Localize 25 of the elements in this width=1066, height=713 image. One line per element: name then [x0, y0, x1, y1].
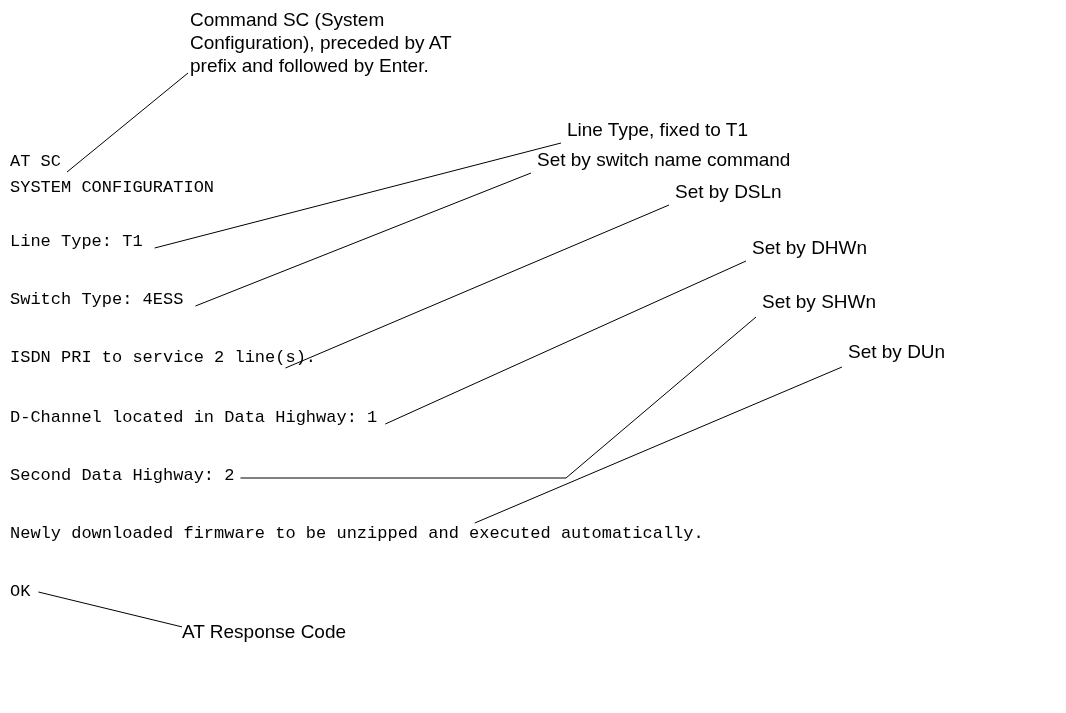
terminal-line: Newly downloaded firmware to be unzipped and executed automatically.	[10, 524, 704, 544]
annotation-text: Command SC (System Configuration), preceded by AT prefix and followed by Enter.	[190, 8, 490, 77]
annotation-text: Set by DSLn	[675, 180, 782, 203]
leader-line	[384, 260, 747, 425]
annotation-text: Set by DHWn	[752, 236, 868, 259]
annotation-text: Set by switch name command	[537, 148, 791, 171]
leader-line	[194, 172, 532, 307]
annotation-text: Line Type, fixed to T1	[567, 118, 748, 141]
terminal-line: Switch Type: 4ESS	[10, 290, 184, 310]
leader-line	[154, 142, 562, 249]
terminal-line: Second Data Highway: 2	[10, 466, 235, 486]
terminal-line: D-Channel located in Data Highway: 1	[10, 408, 378, 428]
terminal-line: Line Type: T1	[10, 232, 143, 252]
annotation-text: Set by SHWn	[762, 290, 877, 313]
terminal-line: SYSTEM CONFIGURATION	[10, 178, 215, 198]
annotation-text: AT Response Code	[182, 620, 347, 643]
terminal-line: AT SC	[10, 152, 61, 172]
leader-line	[66, 72, 189, 173]
annotation-text: Set by DUn	[848, 340, 946, 363]
terminal-line: OK	[10, 582, 31, 602]
leader-line	[239, 316, 757, 479]
leader-line	[284, 204, 670, 369]
leader-line	[474, 366, 843, 524]
leader-line	[37, 591, 183, 628]
terminal-line: ISDN PRI to service 2 line(s).	[10, 348, 317, 368]
